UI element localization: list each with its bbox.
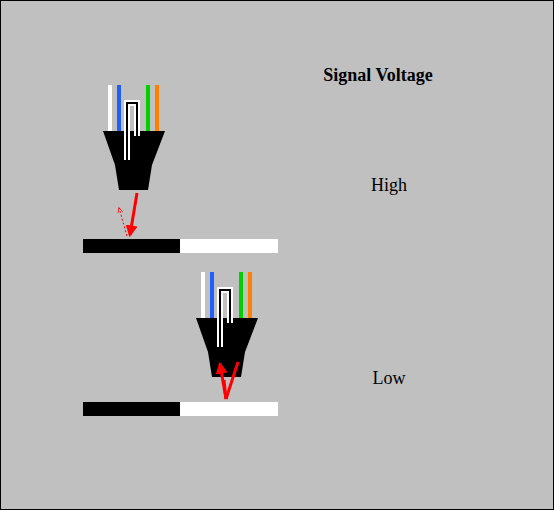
column-heading: Signal Voltage — [323, 65, 433, 86]
signal-level: High — [371, 175, 407, 196]
signal-level: Low — [373, 368, 406, 389]
